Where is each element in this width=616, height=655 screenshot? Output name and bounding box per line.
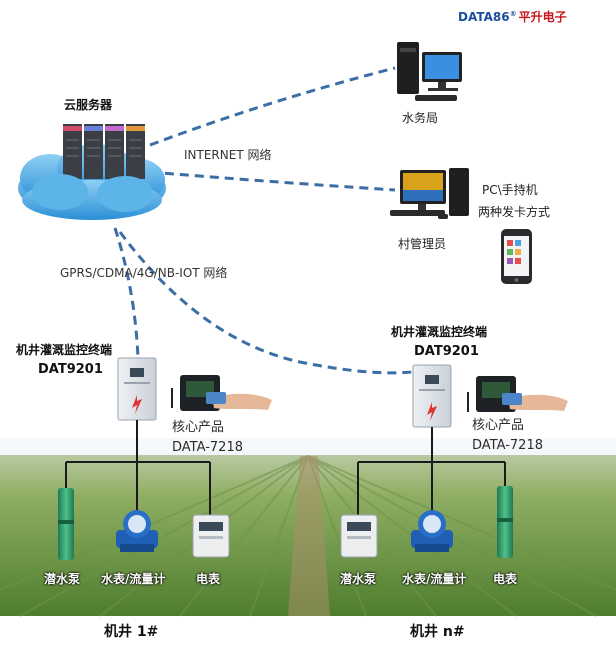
cloud-server-label: 云服务器 bbox=[64, 98, 113, 112]
wiring-right bbox=[357, 427, 506, 515]
internet-network-label: INTERNET 网络 bbox=[184, 148, 272, 162]
water-meter-right-label: 水表/流量计 bbox=[402, 572, 467, 586]
core-product-right-icon bbox=[467, 376, 568, 412]
electric-meter-left-label: 电表 bbox=[196, 572, 221, 586]
field-background bbox=[0, 438, 616, 617]
core-product-left-line1: 核心产品 bbox=[172, 420, 225, 435]
electric-meter-right-label: 电表 bbox=[493, 572, 518, 586]
pump-left-icon bbox=[58, 488, 74, 560]
terminal-right-icon bbox=[412, 364, 452, 428]
well-right-label: 机井 n# bbox=[410, 624, 465, 640]
water-meter-left-label: 水表/流量计 bbox=[101, 572, 166, 586]
water-meter-left-icon bbox=[116, 510, 158, 552]
core-product-right-line2: DATA-7218 bbox=[472, 438, 543, 453]
terminal-right-model: DAT9201 bbox=[414, 344, 479, 359]
handheld-note-line1: PC\手持机 bbox=[482, 183, 538, 197]
pump-right-icon bbox=[497, 486, 513, 558]
brand-name-cn: 平升电子 bbox=[518, 10, 567, 24]
electric-meter-left-icon bbox=[192, 514, 230, 558]
wiring-left bbox=[65, 420, 211, 515]
brand-name-en: DATA86 bbox=[458, 10, 510, 24]
village-admin-computer-icon bbox=[390, 168, 469, 219]
core-product-left-line2: DATA-7218 bbox=[172, 440, 243, 455]
water-bureau-computer-icon bbox=[397, 42, 462, 101]
water-meter-right-icon bbox=[411, 510, 453, 552]
cloud-server-icon bbox=[18, 124, 166, 220]
terminal-left-model: DAT9201 bbox=[38, 362, 103, 377]
pump-right-label: 潜水泵 bbox=[340, 572, 377, 586]
terminal-left-icon bbox=[117, 357, 157, 421]
wireless-network-label: GPRS/CDMA/4G/NB-IOT 网络 bbox=[60, 266, 228, 280]
water-bureau-label: 水务局 bbox=[402, 111, 439, 125]
terminal-right-title: 机井灌溉监控终端 bbox=[391, 325, 488, 339]
smartphone-icon bbox=[501, 229, 532, 284]
registered-mark: ® bbox=[509, 10, 517, 18]
core-product-left-icon bbox=[171, 375, 272, 411]
village-admin-label: 村管理员 bbox=[398, 237, 447, 251]
handheld-note-line2: 两种发卡方式 bbox=[478, 205, 551, 219]
well-left-label: 机井 1# bbox=[104, 624, 159, 640]
network-links bbox=[113, 66, 413, 375]
pump-left-label: 潜水泵 bbox=[44, 572, 81, 586]
core-product-right-line1: 核心产品 bbox=[472, 418, 525, 433]
electric-meter-right-icon bbox=[340, 514, 378, 558]
terminal-left-title: 机井灌溉监控终端 bbox=[16, 343, 113, 357]
brand-logo: DATA86®平升电子 bbox=[458, 8, 567, 25]
